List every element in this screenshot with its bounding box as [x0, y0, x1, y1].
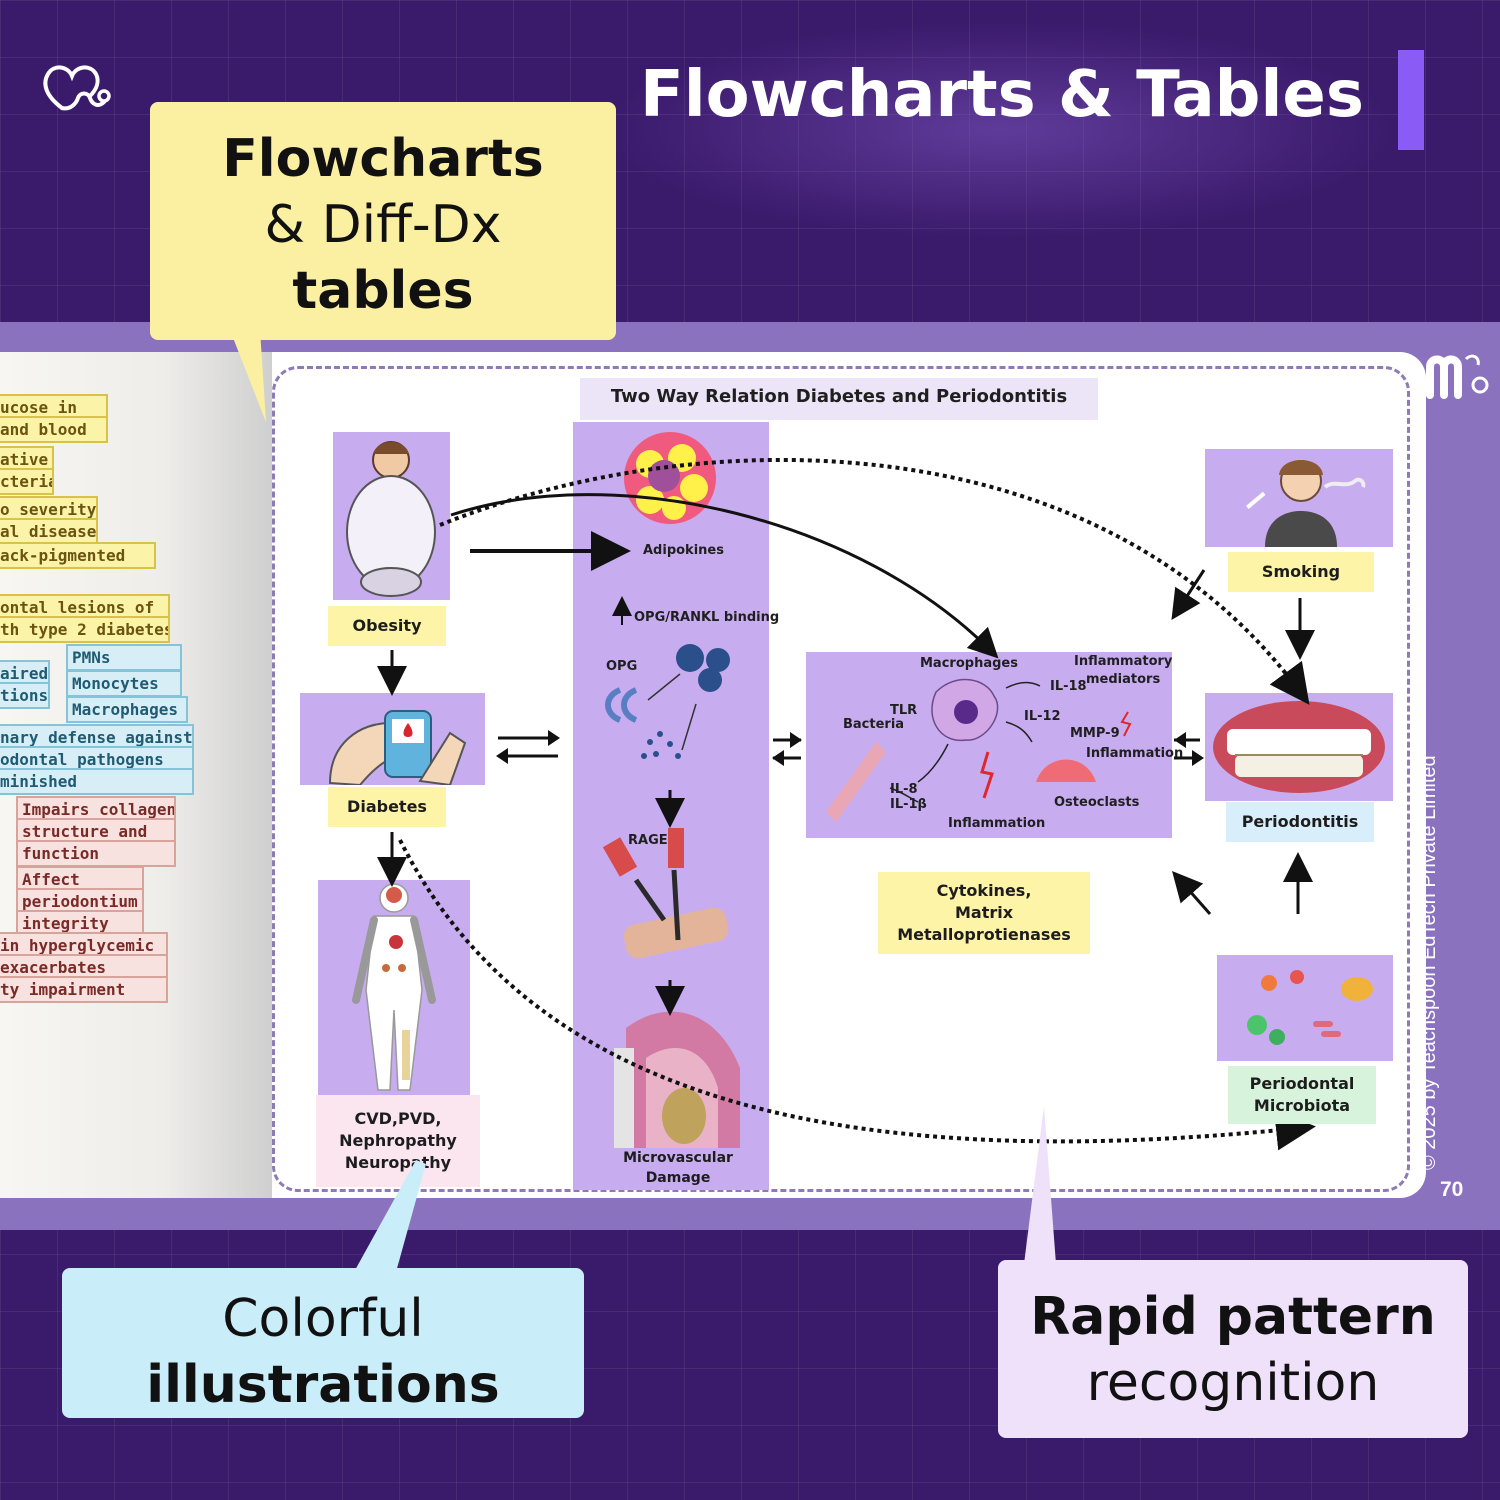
diagram-title: Two Way Relation Diabetes and Periodonti…: [610, 386, 1068, 407]
page-title: Flowcharts & Tables: [640, 58, 1364, 132]
callout-rapid-line2: recognition: [1086, 1353, 1380, 1413]
bacteria-label: Bacteria: [843, 717, 905, 732]
cytokines-label-line2: Matrix: [954, 903, 1014, 922]
left-page-tag: cteria: [0, 468, 54, 495]
opg-label: OPG: [606, 659, 638, 674]
diabetes-illustration: [300, 693, 485, 787]
adipocyte-icon: [624, 432, 716, 524]
callout-rapid-line1: Rapid pattern: [1030, 1287, 1436, 1347]
callout-colorful-line2: illustrations: [146, 1355, 500, 1415]
immune-response-panel: [806, 652, 1172, 838]
mmp9-label: MMP-9: [1070, 726, 1120, 741]
cvd-label-line2: Nephropathy: [339, 1131, 457, 1150]
teeth-icon: [1213, 701, 1385, 793]
rage-label: RAGE: [628, 833, 668, 848]
title-accent-bar: [1398, 50, 1424, 150]
left-page-tag: ack-pigmented: [0, 542, 156, 569]
cvd-label: CVD,PVD, Nephropathy Neuropathy: [316, 1095, 480, 1187]
glucometer-icon: [328, 710, 467, 787]
left-page-tag: minished: [0, 768, 194, 795]
osteoclasts-label: Osteoclasts: [1054, 795, 1140, 810]
microvascular-damage-icon: [614, 1011, 740, 1148]
microbiota-illustration: [1217, 955, 1393, 1061]
inflammatory-mediators-label-line1: Inflammatory: [1074, 654, 1173, 669]
left-page-tag: ty impairment: [0, 976, 168, 1003]
cytokines-label-line1: Cytokines,: [936, 881, 1032, 900]
callout-flowcharts-line1: Flowcharts: [222, 129, 544, 189]
smoking-label: Smoking: [1228, 552, 1374, 592]
periodontitis-illustration: [1205, 693, 1393, 801]
immune-cells-icon: [826, 678, 1132, 822]
microbiota-label-line2: Microbiota: [1253, 1096, 1351, 1115]
microvascular-label: Microvascular Damage: [610, 1146, 746, 1190]
callout-pointer-flowcharts: [230, 330, 266, 422]
left-page-tag: th type 2 diabetes: [0, 616, 170, 643]
page-right-strip: [1426, 340, 1500, 1200]
il1b-label: IL-1β: [890, 797, 927, 812]
callout-flowcharts: Flowcharts & Diff-Dx tables: [150, 102, 616, 340]
microbiota-label: Periodontal Microbiota: [1228, 1066, 1376, 1124]
diagram-frame: [272, 366, 1410, 1192]
left-page-tag: Macrophages: [66, 696, 188, 723]
diabetes-label: Diabetes: [328, 787, 446, 827]
m-logo-icon: [1426, 354, 1489, 399]
microvascular-label-line1: Microvascular: [623, 1150, 733, 1166]
tlr-label: TLR: [890, 703, 918, 718]
cytokines-label-line3: Metalloprotienases: [897, 925, 1071, 944]
diagram-title-box: [580, 378, 1098, 420]
microbiota-label-line1: Periodontal: [1249, 1074, 1355, 1093]
il8-label: IL-8: [890, 782, 918, 797]
macrophages-label: Macrophages: [920, 656, 1018, 671]
inflammatory-mediators-label-line2: mediators: [1086, 672, 1161, 687]
smoker-icon: [1246, 460, 1366, 547]
callout-flowcharts-line2: & Diff-Dx: [264, 195, 502, 255]
cvd-label-line1: CVD,PVD,: [354, 1109, 442, 1128]
opg-rankl-label: OPG/RANKL binding: [634, 610, 780, 625]
obesity-illustration: [333, 432, 450, 600]
callout-rapid: Rapid pattern recognition: [998, 1260, 1468, 1438]
bacteria-icon: [1247, 970, 1373, 1045]
callout-flowcharts-line3: tables: [292, 261, 474, 321]
callout-pointer-colorful: [354, 1160, 426, 1272]
il18-label: IL-18: [1050, 679, 1087, 694]
inflammation-label: Inflammation: [948, 816, 1046, 831]
periodontitis-label: Periodontitis: [1226, 802, 1374, 842]
obesity-label: Obesity: [328, 606, 446, 646]
rage-receptor-icon: [602, 828, 729, 959]
adipokines-label: Adipokines: [643, 543, 724, 558]
il12-label: IL-12: [1024, 709, 1061, 724]
smoking-illustration: [1205, 449, 1393, 547]
human-body-icon: [352, 883, 436, 1091]
left-page-tag: tions: [0, 682, 50, 709]
obese-person-icon: [346, 441, 436, 597]
opg-rankl-icon: [605, 644, 730, 759]
inflammation-small-label: Inflammation: [1086, 746, 1184, 761]
cytokines-label: Cytokines, Matrix Metalloprotienases: [878, 872, 1090, 954]
page-number: 70: [1440, 1178, 1464, 1201]
callout-pointer-rapid: [1024, 1106, 1056, 1264]
callout-colorful-line1: Colorful: [222, 1289, 424, 1349]
left-page-tag: and blood: [0, 416, 108, 443]
heart-stethoscope-icon: [43, 65, 111, 111]
callout-colorful: Colorful illustrations: [62, 1268, 584, 1418]
microvascular-label-line2: Damage: [645, 1170, 711, 1186]
title-glow: [600, 20, 1400, 240]
